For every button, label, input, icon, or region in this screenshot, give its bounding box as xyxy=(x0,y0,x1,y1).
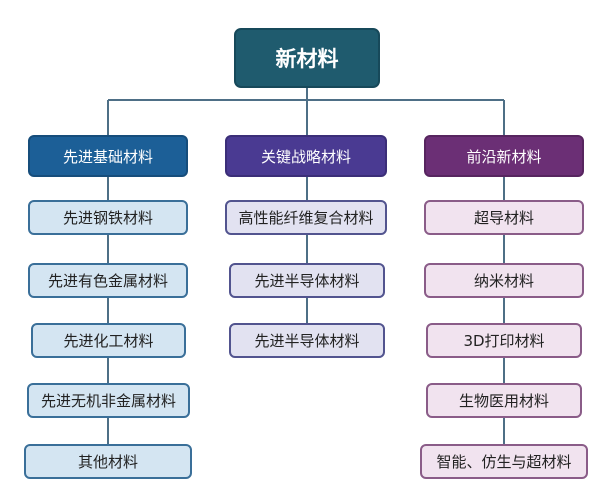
item-frontier-1: 超导材料 xyxy=(424,200,584,235)
item-basic-2: 先进有色金属材料 xyxy=(28,263,188,298)
category-key-strategic-materials: 关键战略材料 xyxy=(225,135,387,177)
item-basic-3: 先进化工材料 xyxy=(31,323,186,358)
category-basic-materials: 先进基础材料 xyxy=(28,135,188,177)
item-strategic-3: 先进半导体材料 xyxy=(229,323,385,358)
item-frontier-5: 智能、仿生与超材料 xyxy=(420,444,588,479)
item-basic-5: 其他材料 xyxy=(24,444,192,479)
item-frontier-3: 3D打印材料 xyxy=(426,323,582,358)
item-basic-1: 先进钢铁材料 xyxy=(28,200,188,235)
item-strategic-1: 高性能纤维复合材料 xyxy=(225,200,387,235)
category-frontier-materials: 前沿新材料 xyxy=(424,135,584,177)
item-basic-4: 先进无机非金属材料 xyxy=(27,383,190,418)
item-frontier-4: 生物医用材料 xyxy=(426,383,582,418)
root-node: 新材料 xyxy=(234,28,380,88)
item-strategic-2: 先进半导体材料 xyxy=(229,263,385,298)
item-frontier-2: 纳米材料 xyxy=(424,263,584,298)
